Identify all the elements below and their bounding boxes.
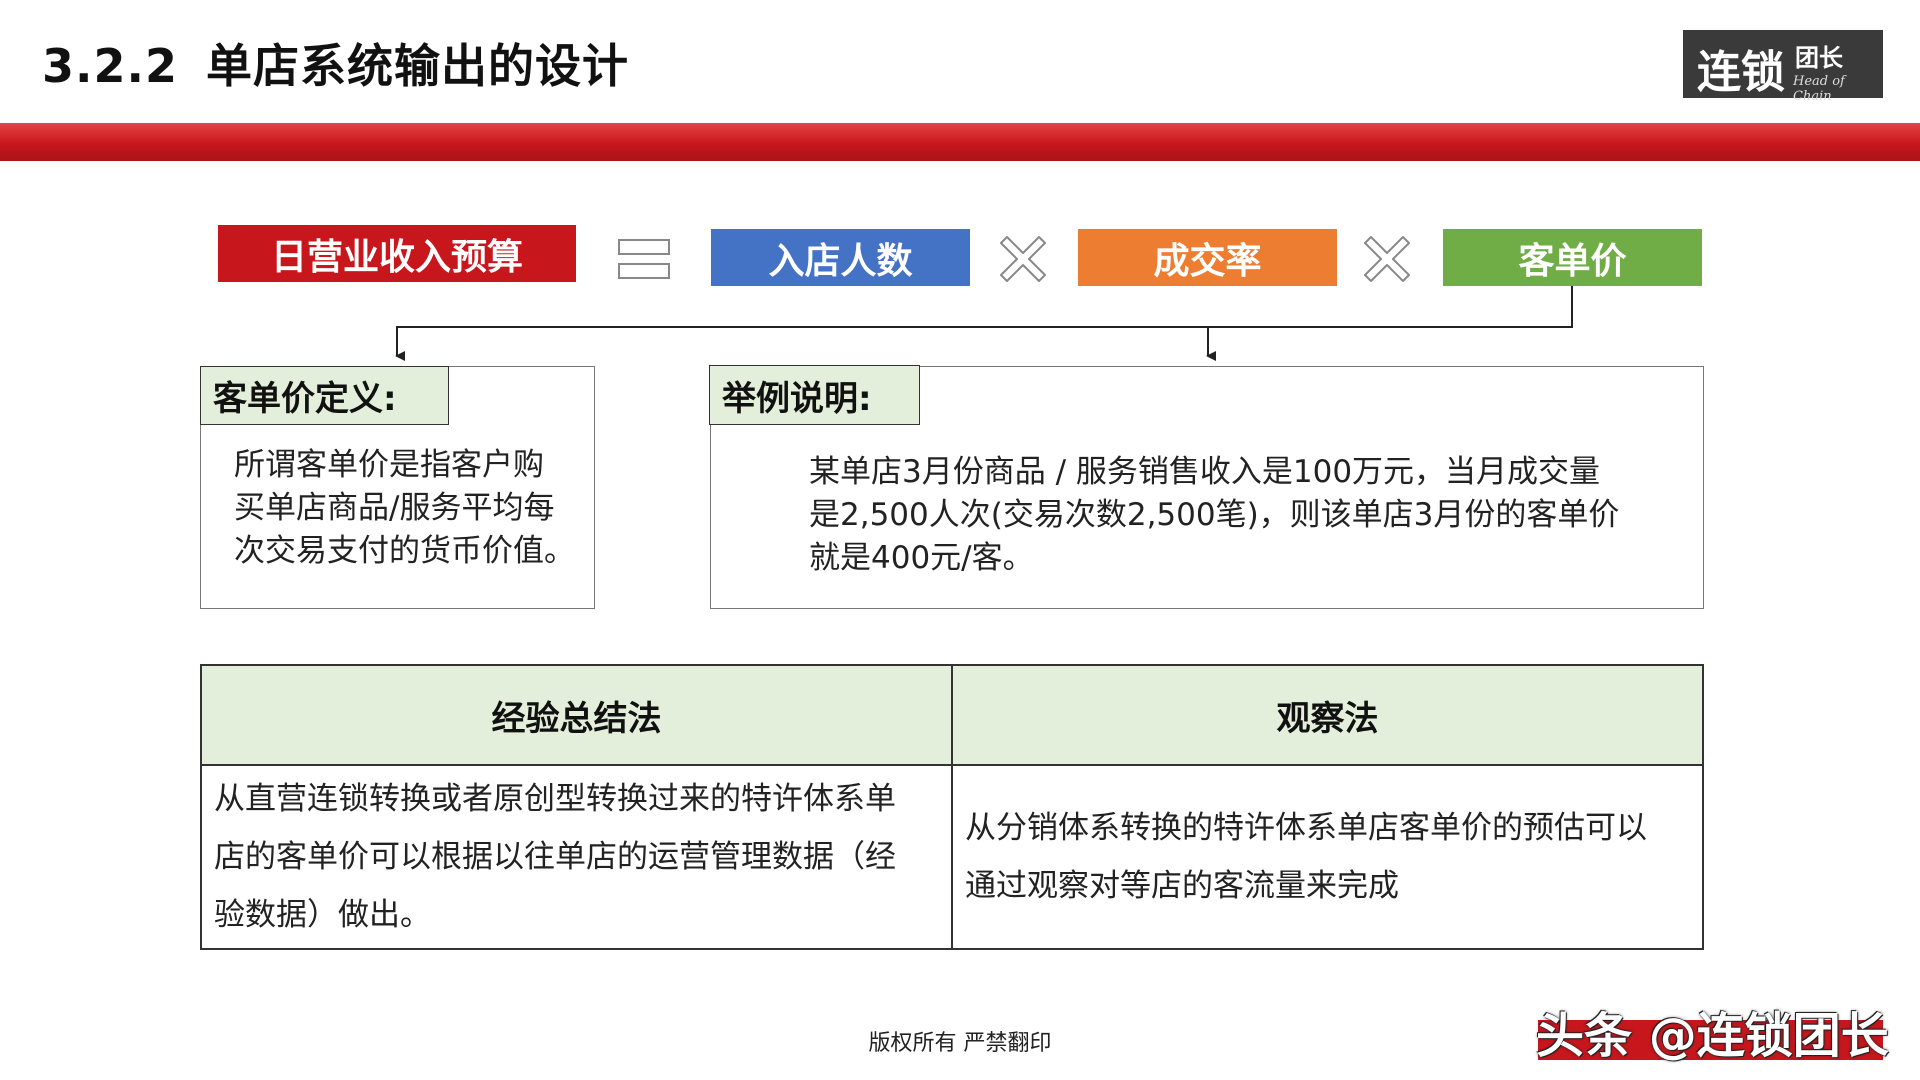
cell-line: 通过观察对等店的客流量来完成 [965, 868, 1399, 904]
multiply-icon [1364, 236, 1410, 282]
formula-factor3-box: 客单价 [1443, 229, 1702, 286]
methods-table: 经验总结法 观察法 从直营连锁转换或者原创型转换过来的特许体系单 店的客单价可以… [200, 664, 1704, 950]
table-header-row: 经验总结法 观察法 [200, 664, 1704, 766]
definition-line: 买单店商品/服务平均每 [234, 490, 555, 526]
formula-factor1-label: 入店人数 [768, 240, 913, 282]
formula-result-label: 日营业收入预算 [270, 236, 523, 278]
example-tag: 举例说明: [709, 365, 920, 425]
watermark-band [1538, 1020, 1883, 1060]
formula-factor3-label: 客单价 [1518, 240, 1627, 282]
definition-text: 所谓客单价是指客户购 买单店商品/服务平均每 次交易支付的货币价值。 [234, 444, 584, 573]
watermark-text: 头条 @连锁团长 [1536, 1008, 1889, 1064]
logo-side-text: 团长 [1795, 44, 1843, 72]
definition-line: 次交易支付的货币价值。 [234, 533, 575, 569]
equals-icon [618, 235, 670, 283]
example-line: 某单店3月份商品 / 服务销售收入是100万元，当月成交量 [809, 454, 1601, 490]
cell-line: 店的客单价可以根据以往单店的运营管理数据（经 [214, 839, 896, 875]
formula-factor1-box: 入店人数 [711, 229, 970, 286]
cell-line: 从直营连锁转换或者原创型转换过来的特许体系单 [214, 781, 896, 817]
table-header-cell: 观察法 [951, 664, 1704, 766]
slide-title: 3.2.2 单店系统输出的设计 [42, 30, 629, 96]
cell-line: 验数据）做出。 [214, 897, 431, 933]
logo-sub-text: Head of Chain [1793, 74, 1845, 104]
table-row: 从直营连锁转换或者原创型转换过来的特许体系单 店的客单价可以根据以往单店的运营管… [200, 764, 1704, 950]
definition-line: 所谓客单价是指客户购 [234, 447, 544, 483]
table-header-cell: 经验总结法 [200, 664, 953, 766]
table-cell-experience: 从直营连锁转换或者原创型转换过来的特许体系单 店的客单价可以根据以往单店的运营管… [200, 764, 953, 950]
multiply-icon [1000, 236, 1046, 282]
example-line: 就是400元/客。 [809, 540, 1034, 576]
title-text: 单店系统输出的设计 [205, 39, 629, 93]
definition-tag-text: 客单价定义: [213, 379, 397, 419]
logo-main-text: 连锁 [1697, 47, 1785, 98]
formula-factor2-label: 成交率 [1153, 240, 1262, 282]
table-cell-observation: 从分销体系转换的特许体系单店客单价的预估可以 通过观察对等店的客流量来完成 [951, 764, 1704, 950]
example-text: 某单店3月份商品 / 服务销售收入是100万元，当月成交量 是2,500人次(交… [809, 451, 1689, 580]
example-tag-text: 举例说明: [722, 378, 872, 419]
brand-logo: 连锁 团长 Head of Chain [1683, 30, 1883, 104]
formula-result-box: 日营业收入预算 [218, 225, 576, 282]
definition-tag: 客单价定义: [200, 366, 449, 425]
header-red-band [0, 123, 1920, 161]
cell-line: 从分销体系转换的特许体系单店客单价的预估可以 [965, 810, 1647, 846]
section-number: 3.2.2 [42, 39, 178, 93]
formula-factor2-box: 成交率 [1078, 229, 1337, 286]
example-line: 是2,500人次(交易次数2,500笔)，则该单店3月份的客单价 [809, 497, 1620, 533]
copyright-footer: 版权所有 严禁翻印 [868, 1031, 1052, 1056]
